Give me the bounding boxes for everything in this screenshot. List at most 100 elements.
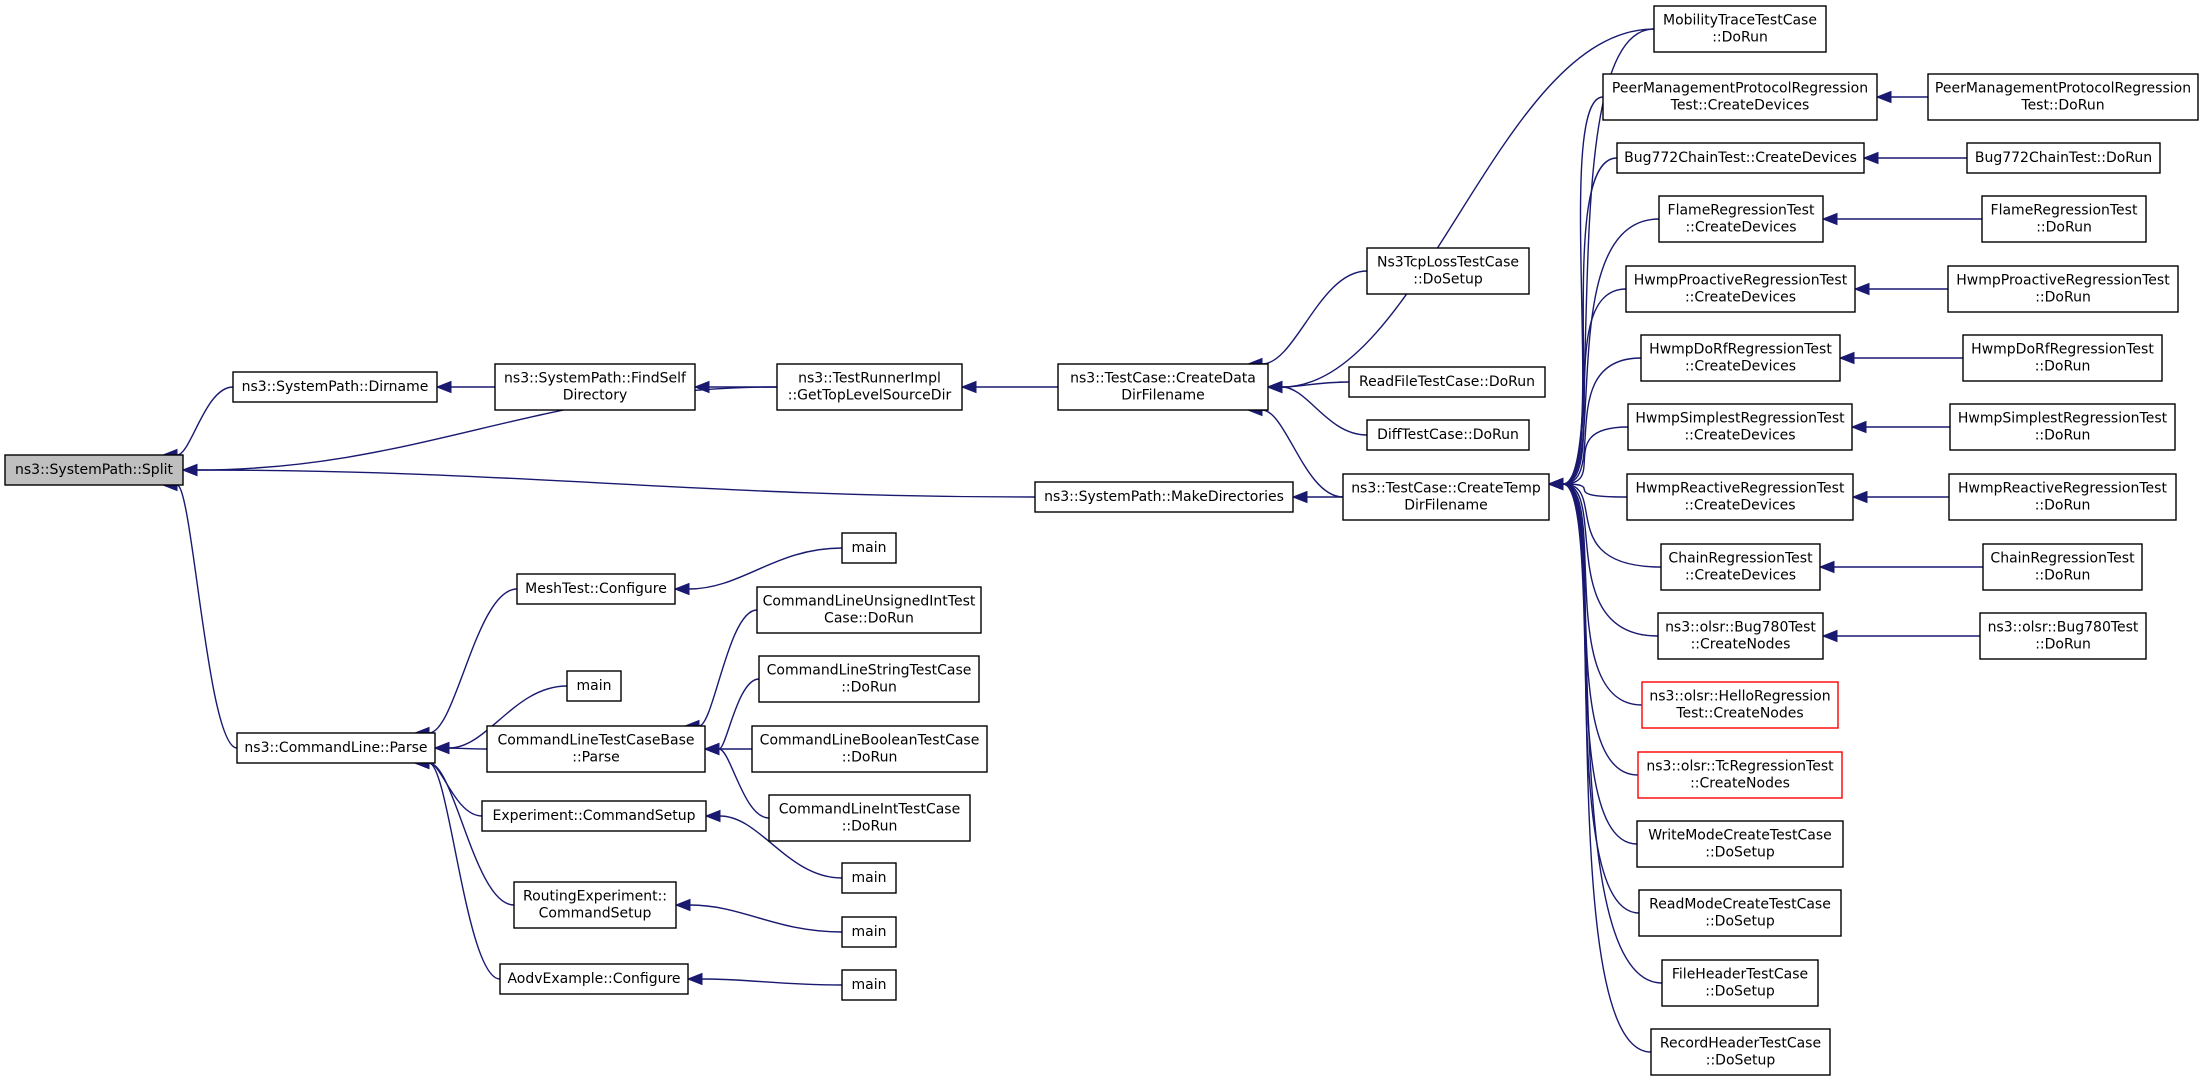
node-box[interactable] [1949,403,2176,451]
node-fileheader[interactable]: FileHeaderTestCase::DoSetup [1661,959,1819,1007]
node-hwmpreacreate[interactable]: HwmpReactiveRegressionTest::CreateDevice… [1626,473,1854,521]
node-box[interactable] [1641,681,1839,729]
node-box[interactable] [1625,265,1856,313]
node-makedirs[interactable]: ns3::SystemPath::MakeDirectories [1034,481,1294,513]
node-hwmpreacrun[interactable]: HwmpReactiveRegressionTest::DoRun [1948,473,2177,521]
node-box[interactable] [1602,73,1878,121]
node-box[interactable] [1982,543,2143,591]
node-flamerun[interactable]: FlameRegressionTest::DoRun [1981,195,2147,243]
node-hwmpprorun[interactable]: HwmpProactiveRegressionTest::DoRun [1947,265,2179,313]
node-box[interactable] [1636,820,1844,868]
node-box[interactable] [758,655,980,703]
node-split[interactable]: ns3::SystemPath::Split [4,454,184,486]
node-readfile[interactable]: ReadFileTestCase::DoRun [1348,366,1546,398]
node-box[interactable] [841,969,897,1001]
node-box[interactable] [1342,473,1550,521]
node-hwmpsimrun[interactable]: HwmpSimplestRegressionTest::DoRun [1949,403,2176,451]
node-main_cmd[interactable]: main [566,670,622,702]
node-cltcbparse[interactable]: CommandLineTestCaseBase::Parse [486,725,706,773]
node-box[interactable] [1981,195,2147,243]
node-expcmd[interactable]: Experiment::CommandSetup [481,800,707,832]
node-difftest[interactable]: DiffTestCase::DoRun [1366,419,1530,451]
node-box[interactable] [516,573,676,605]
node-box[interactable] [776,363,963,411]
node-writemode[interactable]: WriteModeCreateTestCase::DoSetup [1636,820,1844,868]
node-box[interactable] [841,916,897,948]
node-box[interactable] [1348,366,1546,398]
node-box[interactable] [1660,543,1821,591]
node-olsrbugrun[interactable]: ns3::olsr::Bug780Test::DoRun [1979,612,2147,660]
node-olsrhello[interactable]: ns3::olsr::HelloRegressionTest::CreateNo… [1641,681,1839,729]
node-box[interactable] [1653,5,1827,53]
node-bugrun[interactable]: Bug772ChainTest::DoRun [1966,142,2161,174]
node-box[interactable] [566,670,622,702]
node-flamecreate[interactable]: FlameRegressionTest::CreateDevices [1658,195,1824,243]
node-main_mesh[interactable]: main [841,532,897,564]
node-box[interactable] [513,881,677,929]
node-meshconfig[interactable]: MeshTest::Configure [516,573,676,605]
node-box[interactable] [1638,889,1842,937]
node-hwmpsimcreate[interactable]: HwmpSimplestRegressionTest::CreateDevice… [1627,403,1853,451]
node-box[interactable] [481,800,707,832]
node-peerrun[interactable]: PeerManagementProtocolRegressionTest::Do… [1927,73,2199,121]
node-box[interactable] [1034,481,1294,513]
node-box[interactable] [841,862,897,894]
node-olsrtc[interactable]: ns3::olsr::TcRegressionTest::CreateNodes [1637,751,1843,799]
node-box[interactable] [1927,73,2199,121]
node-main_exp[interactable]: main [841,862,897,894]
node-box[interactable] [1661,959,1819,1007]
node-box[interactable] [1627,403,1853,451]
node-chainrun[interactable]: ChainRegressionTest::DoRun [1982,543,2143,591]
node-box[interactable] [236,732,436,764]
node-box[interactable] [1947,265,2179,313]
node-box[interactable] [1057,363,1269,411]
node-dirname[interactable]: ns3::SystemPath::Dirname [232,371,438,403]
node-box[interactable] [841,532,897,564]
node-box[interactable] [4,454,184,486]
node-clint[interactable]: CommandLineIntTestCase::DoRun [768,794,971,842]
node-hwmpdorfrun[interactable]: HwmpDoRfRegressionTest::DoRun [1962,334,2163,382]
node-aodv[interactable]: AodvExample::Configure [499,963,689,995]
node-box[interactable] [1640,334,1841,382]
node-main_aodv[interactable]: main [841,969,897,1001]
node-main_rout[interactable]: main [841,916,897,948]
node-bugcreate[interactable]: Bug772ChainTest::CreateDevices [1616,142,1865,174]
node-hwmpdorfcreate[interactable]: HwmpDoRfRegressionTest::CreateDevices [1640,334,1841,382]
node-box[interactable] [751,725,988,773]
node-clboolean[interactable]: CommandLineBooleanTestCase::DoRun [751,725,988,773]
node-box[interactable] [768,794,971,842]
node-box[interactable] [1962,334,2163,382]
node-routexp[interactable]: RoutingExperiment::CommandSetup [513,881,677,929]
node-box[interactable] [1658,195,1824,243]
node-box[interactable] [1948,473,2177,521]
node-ns3tcploss[interactable]: Ns3TcpLossTestCase::DoSetup [1366,247,1530,295]
node-hwmpprocreate[interactable]: HwmpProactiveRegressionTest::CreateDevic… [1625,265,1856,313]
node-box[interactable] [486,725,706,773]
node-box[interactable] [499,963,689,995]
node-box[interactable] [1650,1028,1831,1076]
node-chaincreate[interactable]: ChainRegressionTest::CreateDevices [1660,543,1821,591]
node-readmode[interactable]: ReadModeCreateTestCase::DoSetup [1638,889,1842,937]
node-box[interactable] [1366,419,1530,451]
node-box[interactable] [1657,612,1824,660]
node-box[interactable] [1979,612,2147,660]
node-box[interactable] [1626,473,1854,521]
node-cmdparse[interactable]: ns3::CommandLine::Parse [236,732,436,764]
node-gettoplevel[interactable]: ns3::TestRunnerImpl::GetTopLevelSourceDi… [776,363,963,411]
node-box[interactable] [494,363,696,411]
node-box[interactable] [1966,142,2161,174]
node-box[interactable] [232,371,438,403]
node-box[interactable] [756,586,982,634]
node-box[interactable] [1366,247,1530,295]
node-olsrbugcreate[interactable]: ns3::olsr::Bug780Test::CreateNodes [1657,612,1824,660]
node-clstring[interactable]: CommandLineStringTestCase::DoRun [758,655,980,703]
node-box[interactable] [1637,751,1843,799]
node-box[interactable] [1616,142,1865,174]
node-peercreate[interactable]: PeerManagementProtocolRegressionTest::Cr… [1602,73,1878,121]
node-recordheader[interactable]: RecordHeaderTestCase::DoSetup [1650,1028,1831,1076]
node-mobility[interactable]: MobilityTraceTestCase::DoRun [1653,5,1827,53]
